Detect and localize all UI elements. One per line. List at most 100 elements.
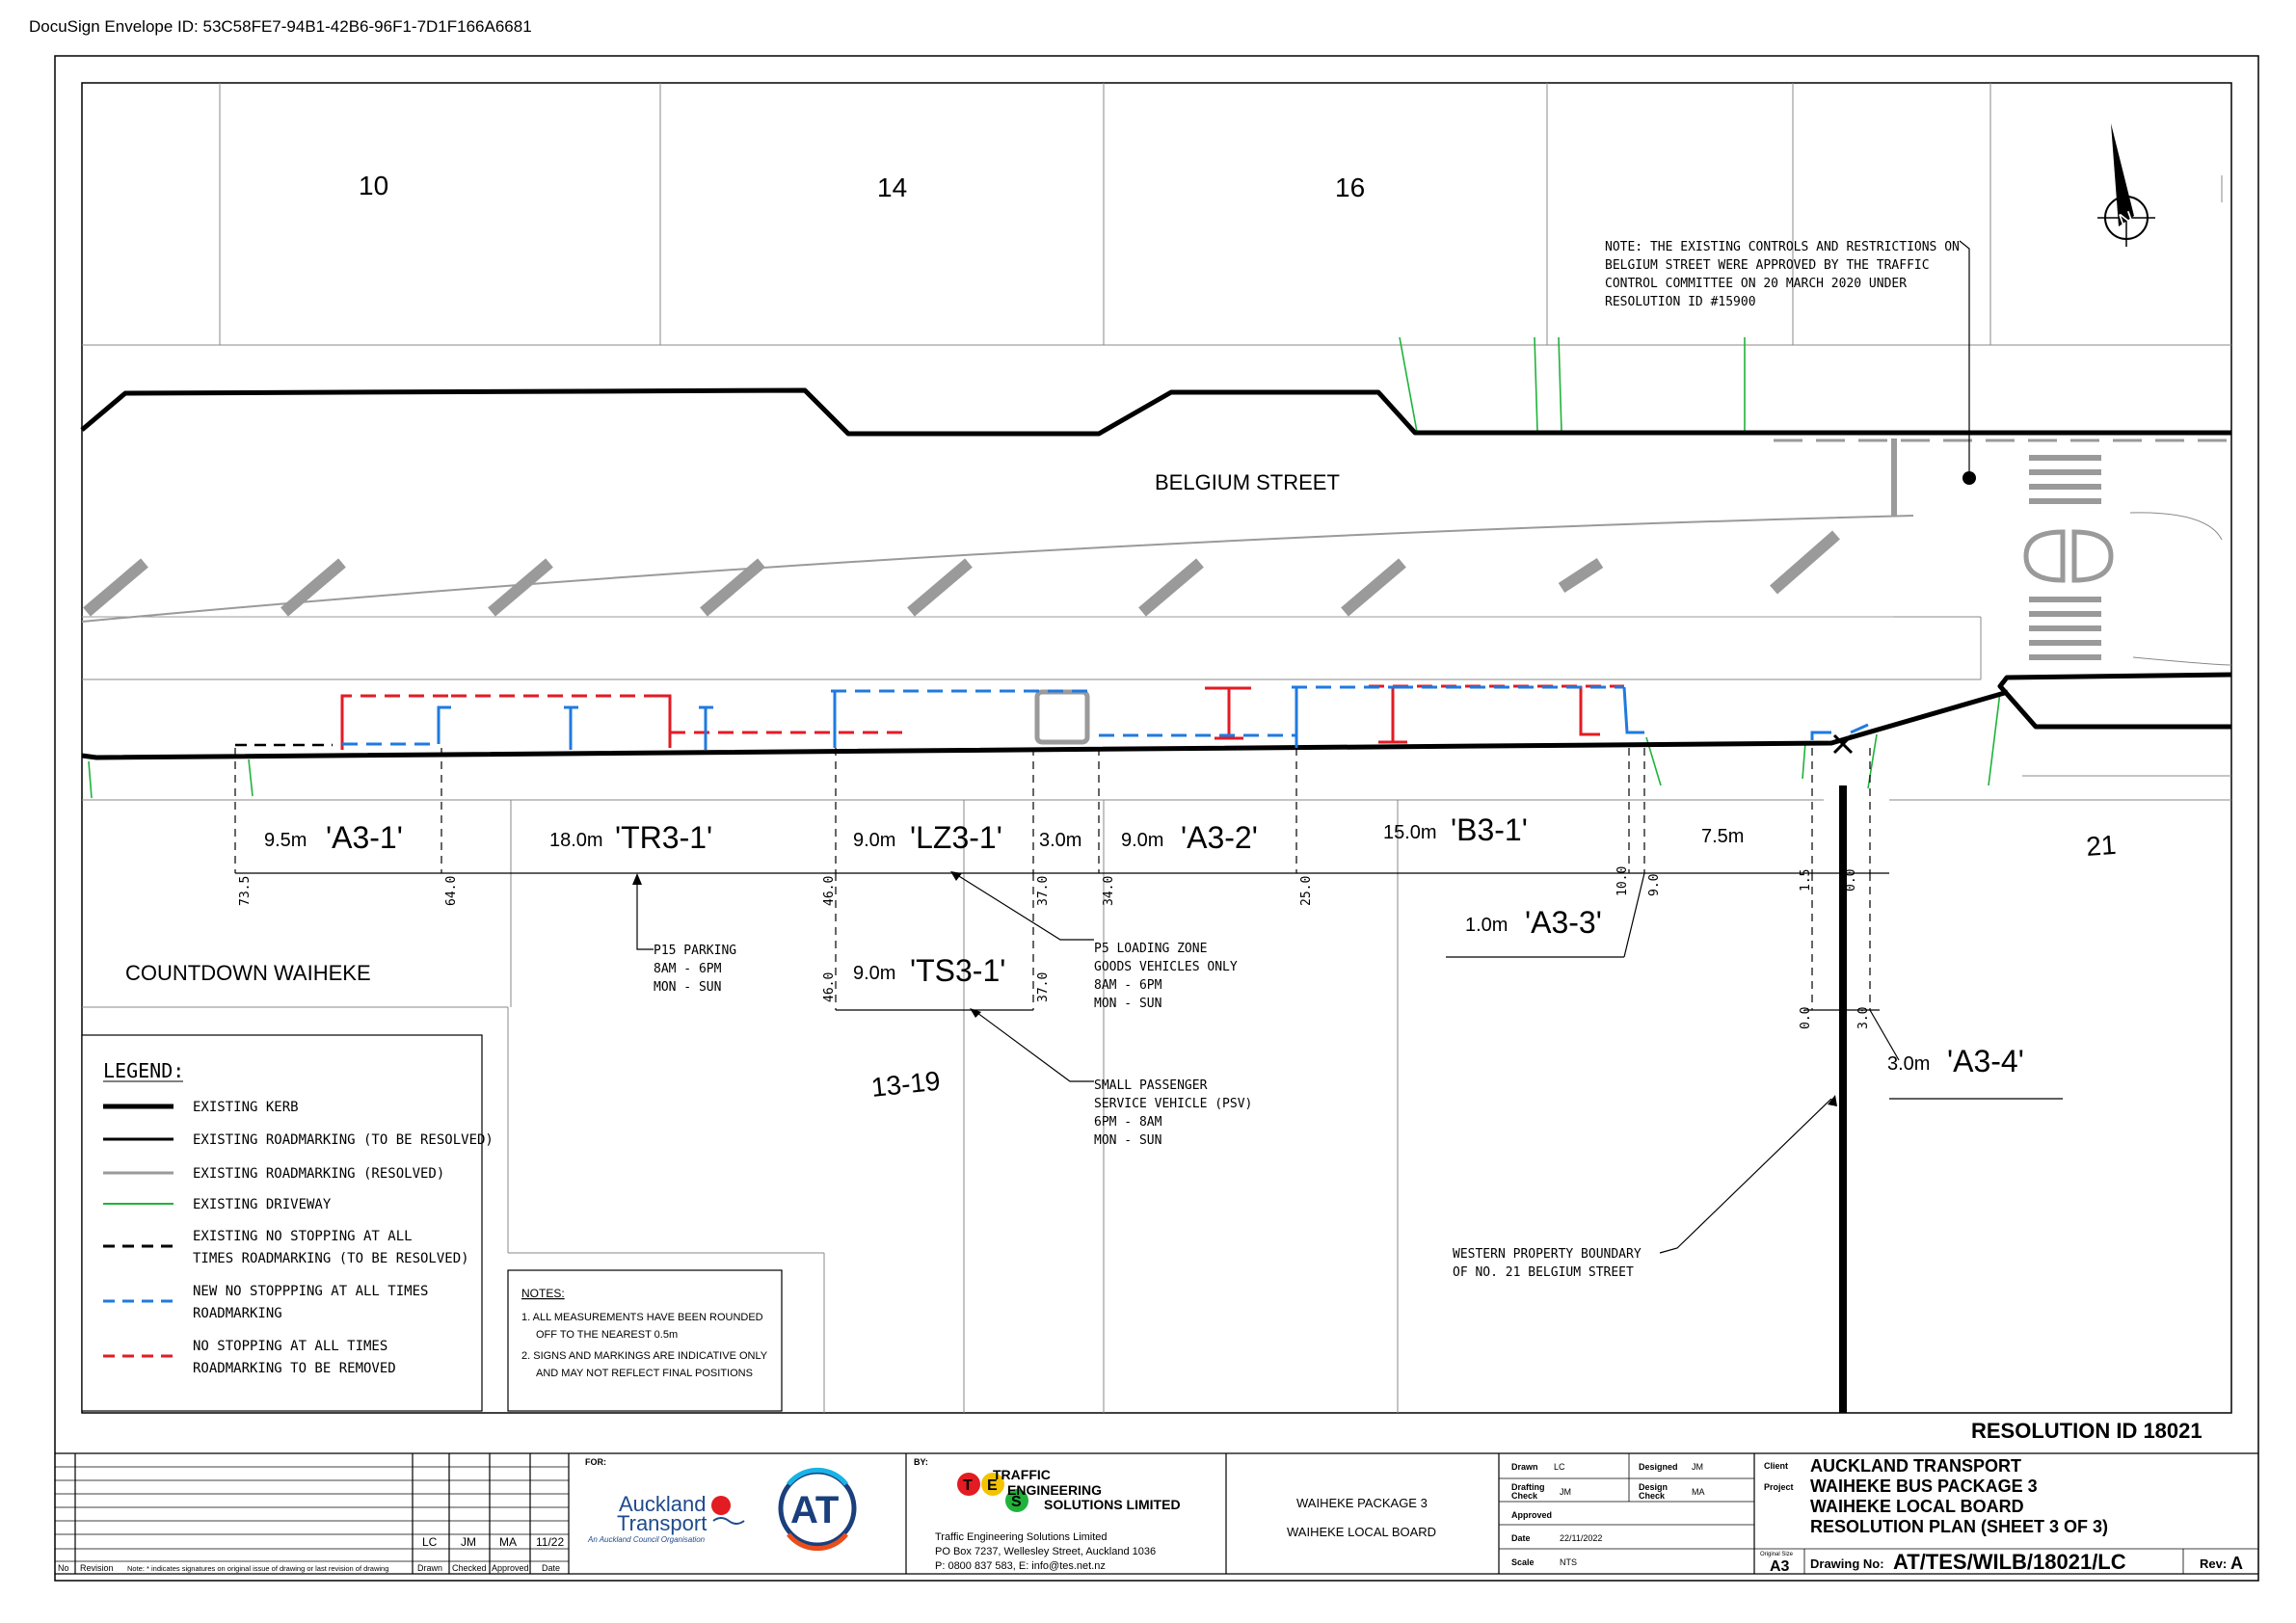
at-name-line-2: Transport <box>617 1511 707 1535</box>
drawing-no-value: AT/TES/WILB/18021/LC <box>1893 1550 2126 1574</box>
project-line-2: WAIHEKE LOCAL BOARD <box>1810 1497 2024 1516</box>
rev-header-revision: Revision <box>80 1563 114 1573</box>
legend-item-6a: NEW NO STOPPPING AT ALL TIMES <box>193 1284 428 1299</box>
drafting-label-1: Drafting <box>1511 1482 1545 1492</box>
chainage-370b: 37.0 <box>1036 972 1051 1002</box>
seg-a31-code: 'A3-1' <box>326 820 403 855</box>
approved-label: Approved <box>1511 1510 1552 1520</box>
by-section: BY: T E S TRAFFIC ENGINEERING SOLUTIONS … <box>914 1457 1181 1572</box>
seg-b31-len: 15.0m <box>1383 822 1437 843</box>
seg-end-len: 7.5m <box>1701 826 1744 847</box>
chainage-640: 64.0 <box>444 876 459 906</box>
at-logo-icon: AT <box>778 1467 857 1552</box>
resolution-id: RESOLUTION ID 18021 <box>1971 1419 2203 1443</box>
property-number-14: 14 <box>877 173 907 202</box>
chainage-90: 9.0 <box>1647 874 1662 896</box>
callout-psv-line-1: SMALL PASSENGER <box>1094 1078 1208 1093</box>
rev-header-approved: Approved <box>492 1563 529 1573</box>
dimension-lines <box>234 748 2063 1254</box>
package-line-1: WAIHEKE PACKAGE 3 <box>1296 1496 1428 1510</box>
drafting-value: JM <box>1560 1487 1571 1497</box>
callout-p15-line-3: MON - SUN <box>654 980 721 995</box>
envelope-id: DocuSign Envelope ID: 53C58FE7-94B1-42B6… <box>29 17 532 36</box>
seg-a32-len: 9.0m <box>1121 830 1163 851</box>
legend-item-7b: ROADMARKING TO BE REMOVED <box>193 1361 396 1376</box>
store-name: COUNTDOWN WAIHEKE <box>125 961 371 985</box>
chainage-250: 25.0 <box>1299 876 1314 906</box>
legend-item-7a: NO STOPPING AT ALL TIMES <box>193 1339 387 1354</box>
rev-header-note: Note: * indicates signatures on original… <box>127 1564 388 1573</box>
designed-value: JM <box>1692 1462 1703 1472</box>
notes: NOTES: 1. ALL MEASUREMENTS HAVE BEEN ROU… <box>507 1269 783 1412</box>
client-value: AUCKLAND TRANSPORT <box>1810 1456 2021 1476</box>
for-label: FOR: <box>585 1457 606 1467</box>
top-note-line-1: NOTE: THE EXISTING CONTROLS AND RESTRICT… <box>1605 240 1960 254</box>
callouts: P15 PARKING 8AM - 6PM MON - SUN P5 LOADI… <box>654 942 1642 1280</box>
rev-label: Rev: <box>2200 1556 2227 1571</box>
seg-b31-code: 'B3-1' <box>1451 812 1528 847</box>
orig-size-value: A3 <box>1770 1558 1790 1575</box>
note-2-line-1: 2. SIGNS AND MARKINGS ARE INDICATIVE ONL… <box>521 1350 768 1362</box>
callout-p5-line-3: 8AM - 6PM <box>1094 978 1162 993</box>
rev-header-no: No <box>58 1563 69 1573</box>
sheet-border <box>54 55 2259 1582</box>
seg-lz31-len: 9.0m <box>853 830 895 851</box>
property-number-16: 16 <box>1335 173 1365 202</box>
seg-a33-code: 'A3-3' <box>1525 905 1602 940</box>
drawn-value: LC <box>1554 1462 1565 1472</box>
chainage-460b: 46.0 <box>822 972 837 1002</box>
callout-p5-line-2: GOODS VEHICLES ONLY <box>1094 960 1238 974</box>
callout-boundary-line-1: WESTERN PROPERTY BOUNDARY <box>1453 1247 1642 1262</box>
seg-ts31-code: 'TS3-1' <box>910 953 1005 988</box>
seg-a31-len: 9.5m <box>264 830 307 851</box>
rev-value-approved: MA <box>499 1535 517 1549</box>
chainage-370: 37.0 <box>1036 876 1051 906</box>
property-number-13-19: 13-19 <box>869 1066 941 1103</box>
callout-psv-line-3: 6PM - 8AM <box>1094 1115 1162 1130</box>
seg-ts31-len: 9.0m <box>853 963 895 984</box>
chainage-00b: 0.0 <box>1799 1007 1813 1029</box>
legend-item-3: EXISTING ROADMARKING (RESOLVED) <box>193 1166 444 1182</box>
designed-label: Designed <box>1639 1462 1678 1472</box>
rev-header-drawn: Drawn <box>417 1563 442 1573</box>
chainage-labels: 73.5 64.0 46.0 37.0 34.0 25.0 10.0 9.0 1… <box>238 866 1871 1029</box>
existing-driveways <box>88 336 2001 799</box>
tes-logo-icon: T E S <box>957 1473 1028 1512</box>
date-label: Date <box>1511 1533 1531 1543</box>
project-line-1: WAIHEKE BUS PACKAGE 3 <box>1810 1477 2038 1496</box>
legend: LEGEND: EXISTING KERB EXISTING ROADMARKI… <box>81 1034 494 1412</box>
revision-table: No Revision Note: * indicates signatures… <box>58 1535 564 1573</box>
legend-item-4: EXISTING DRIVEWAY <box>193 1197 332 1212</box>
date-value: 22/11/2022 <box>1560 1533 1602 1543</box>
callout-p5-line-4: MON - SUN <box>1094 997 1161 1011</box>
chainage-340: 34.0 <box>1102 876 1116 906</box>
seg-a34-len: 3.0m <box>1887 1053 1930 1075</box>
callout-p15-line-2: 8AM - 6PM <box>654 962 722 976</box>
design-check-label-2: Check <box>1639 1491 1666 1501</box>
dimension-arrows <box>632 871 1837 1106</box>
rev-value-drawn: LC <box>422 1535 438 1549</box>
at-sub: An Auckland Council Organisation <box>587 1535 706 1544</box>
chainage-15: 1.5 <box>1799 869 1813 891</box>
tes-address-3: P: 0800 837 583, E: info@tes.net.nz <box>935 1560 1106 1572</box>
chainage-100: 10.0 <box>1615 866 1630 896</box>
top-note-line-4: RESOLUTION ID #15900 <box>1605 295 1756 309</box>
drawing-frame <box>81 82 2232 1414</box>
legend-title: LEGEND: <box>103 1059 184 1082</box>
chainage-460: 46.0 <box>822 876 837 906</box>
seg-lz31-code: 'LZ3-1' <box>910 820 1002 855</box>
design-check-value: MA <box>1692 1487 1705 1497</box>
tes-name-1: TRAFFIC <box>993 1467 1051 1482</box>
north-arrow-icon: N <box>2097 123 2155 247</box>
rev-value-checked: JM <box>461 1535 476 1549</box>
by-label: BY: <box>914 1457 928 1467</box>
seg-gap-len: 3.0m <box>1039 830 1081 851</box>
seg-a32-code: 'A3-2' <box>1181 820 1258 855</box>
drafting-label-2: Check <box>1511 1491 1538 1501</box>
callout-boundary-line-2: OF NO. 21 BELGIUM STREET <box>1453 1265 1634 1280</box>
package-line-2: WAIHEKE LOCAL BOARD <box>1287 1525 1436 1539</box>
legend-item-5a: EXISTING NO STOPPING AT ALL <box>193 1229 413 1244</box>
note-2-line-2: AND MAY NOT REFLECT FINAL POSITIONS <box>536 1368 753 1379</box>
new-no-stopping-markings <box>342 685 1869 750</box>
